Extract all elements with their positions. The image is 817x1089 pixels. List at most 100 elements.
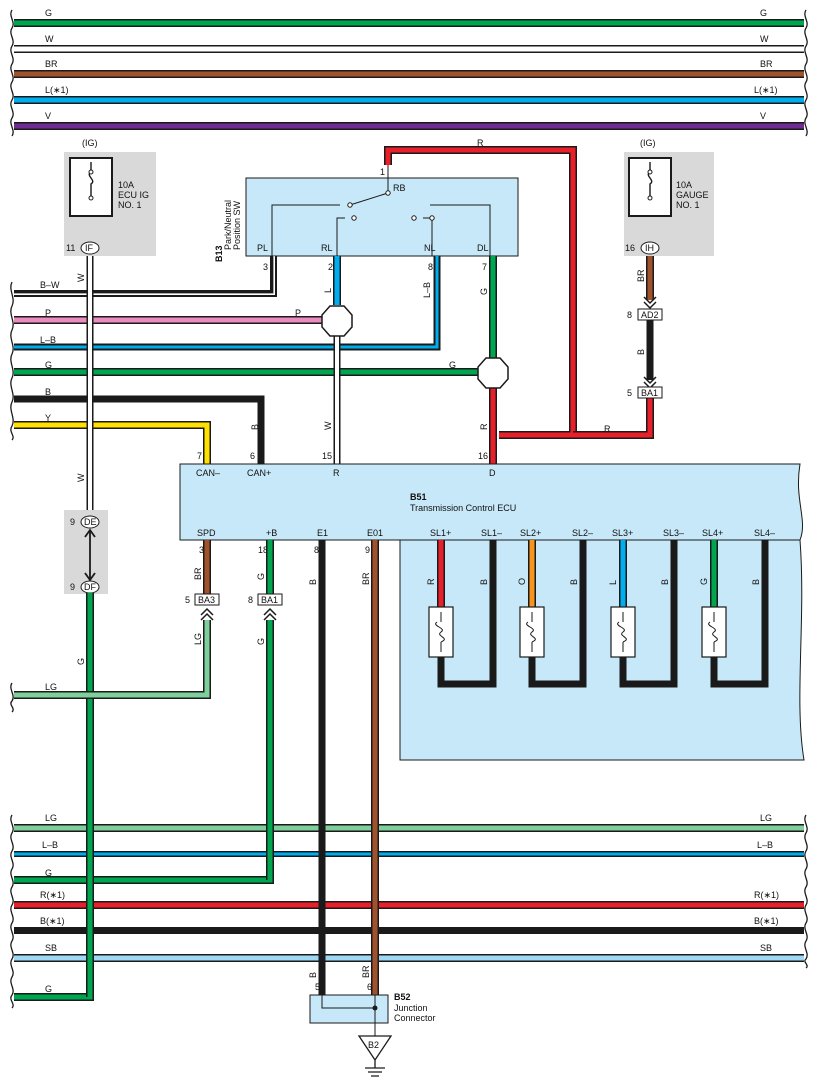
wire-g-vertical-label: G (256, 638, 266, 645)
solenoid-sl4: G B (699, 540, 769, 688)
wire-lg-left-label: LG (45, 682, 57, 692)
switch-b13-pin-pl: 3 (263, 262, 268, 272)
junction-pin-left: 5 (315, 982, 320, 992)
top-bus-g-wire (14, 20, 804, 26)
left-wires-group: B–W P P L–B L–B G G B Y (10, 256, 480, 464)
wire-gauge-feed: BR B IH 16 AD2 8 BA1 5 (573, 241, 663, 439)
switch-b13-pin-rb: 1 (380, 167, 385, 177)
wire-e01-label: BR (361, 572, 371, 585)
switch-b13-contacts (271, 150, 491, 256)
wire-r-right-label: R (604, 424, 611, 434)
top-bus-w-label-left: W (45, 34, 54, 44)
fuse-ecu-ig: (IG) 10A ECU IG NO. 1 (64, 138, 156, 256)
top-bus-br-label-left: BR (45, 59, 58, 69)
fuse-gauge-name1: GAUGE (676, 190, 709, 200)
conn-if-name: IF (85, 243, 94, 253)
junction-wire-left: B (308, 972, 318, 978)
top-bus-group: G G W W BR BR L(∗1) L(∗1) V V (10, 8, 808, 137)
ecu-b51-lower-body (399, 539, 805, 761)
wire-r-rb-label: R (477, 138, 484, 148)
sl4-minus-wire: B (751, 579, 761, 585)
left-wire-p-label-right: P (295, 308, 301, 318)
solenoid-sl3: L B (608, 540, 678, 688)
switch-dl-wire-label: G (479, 288, 489, 295)
junction-b52: 5 6 B BR B52 Junction Connector B2 (308, 965, 436, 1077)
switch-b13-term-pl: PL (257, 243, 268, 253)
top-bus-w-label-right: W (760, 34, 769, 44)
ecu-term-plusb: +B (266, 528, 277, 538)
left-wire-lb-label: L–B (40, 335, 56, 345)
switch-nl-wire-label: L–B (422, 282, 432, 298)
ecu-term-e1: E1 (317, 528, 328, 538)
junction-pin-right: 6 (367, 982, 372, 992)
ground-label: B2 (368, 1040, 379, 1050)
ecu-term-sl2-plus: SL2+ (520, 528, 541, 538)
fuse-gauge: (IG) 10A GAUGE NO. 1 (624, 138, 714, 256)
ecu-term-e01: E01 (367, 528, 383, 538)
switch-b13-code: B13 (214, 245, 224, 262)
ecu-term-can-minus: CAN– (196, 468, 220, 478)
conn-ba1-plus-name: BA1 (261, 595, 278, 605)
top-bus-l-label-left: L(∗1) (45, 85, 69, 95)
switch-b13-name1: Park/Neutral (223, 200, 233, 250)
bottom-bus-r-right: R(∗1) (754, 890, 779, 900)
bottom-bus-r: R(∗1) R(∗1) (14, 890, 804, 909)
bottom-bus-b-left: B(∗1) (40, 916, 65, 926)
wire-r-d-label: R (479, 423, 489, 430)
fuse-ecu-ig-name1: ECU IG (118, 190, 149, 200)
wire-g-lower-label: G (76, 658, 86, 665)
switch-b13-pin-dl: 7 (482, 262, 487, 272)
top-bus-w-wire (14, 46, 804, 52)
ecu-term-d: D (489, 468, 496, 478)
bottom-bus-lg: LG LG (14, 813, 804, 832)
splice-g-node (477, 357, 509, 389)
top-bus-g: G G (14, 8, 804, 27)
switch-b13-term-dl: DL (477, 243, 489, 253)
ecu-pin-e01: 9 (365, 545, 370, 555)
wire-lg-vertical-label: LG (193, 633, 203, 645)
conn-ih-name: IH (645, 243, 654, 253)
ecu-pin-d: 16 (478, 451, 488, 461)
ecu-pin-plusb: 18 (258, 545, 268, 555)
left-wires-break-marks (10, 281, 14, 441)
sl4-plus-wire: G (699, 578, 709, 585)
fuse-ecu-ig-name2: NO. 1 (118, 200, 142, 210)
junction-name1: Junction (394, 1003, 428, 1013)
switch-b13-term-nl: NL (424, 243, 436, 253)
conn-if-pin: 11 (66, 243, 75, 253)
switch-lower-wires: L W G R B (250, 256, 509, 464)
switch-b13-pin-nl: 8 (428, 262, 433, 272)
junction-name2: Connector (394, 1013, 436, 1023)
ecu-b51: B51 Transmission Control ECU CAN– CAN+ R… (179, 451, 805, 761)
ground-symbol (365, 1060, 385, 1077)
bottom-bus-sb: SB SB (14, 943, 804, 962)
ecu-term-sl4-minus: SL4– (754, 528, 775, 538)
ecu-term-sl4-plus: SL4+ (702, 528, 723, 538)
wire-ecu-w-label-2: W (76, 473, 86, 482)
sl1-minus-wire: B (479, 579, 489, 585)
ecu-pin-e1: 8 (314, 545, 319, 555)
conn-de-pin: 9 (70, 517, 75, 527)
switch-b13-body (245, 177, 519, 257)
top-bus-v-label-left: V (45, 111, 51, 121)
ecu-term-sl1-plus: SL1+ (430, 528, 451, 538)
bottom-bus-lg-right: LG (760, 813, 772, 823)
wire-e1-label: B (308, 579, 318, 585)
bottom-bus-g-left: G (45, 868, 52, 878)
fuse-gauge-rating: 10A (676, 180, 692, 190)
ecu-term-spd: SPD (197, 528, 216, 538)
sl2-plus-wire: O (517, 578, 527, 585)
top-bus-w: W W (14, 34, 804, 53)
solenoid-circuits: R B O B L B (426, 540, 769, 688)
conn-ba3-name: BA3 (198, 595, 215, 605)
sl3-plus-wire: L (608, 580, 618, 585)
bottom-bus-g2-left: G (45, 984, 52, 994)
solenoid-sl2: O B (517, 540, 587, 688)
top-bus-br: BR BR (14, 59, 804, 78)
ecu-pin-can-plus: 6 (250, 451, 255, 461)
conn-ih-pin: 16 (625, 243, 635, 253)
splice-p-node (321, 305, 353, 337)
ecu-pin-r: 15 (322, 451, 332, 461)
ecu-term-can-plus: CAN+ (247, 468, 271, 478)
